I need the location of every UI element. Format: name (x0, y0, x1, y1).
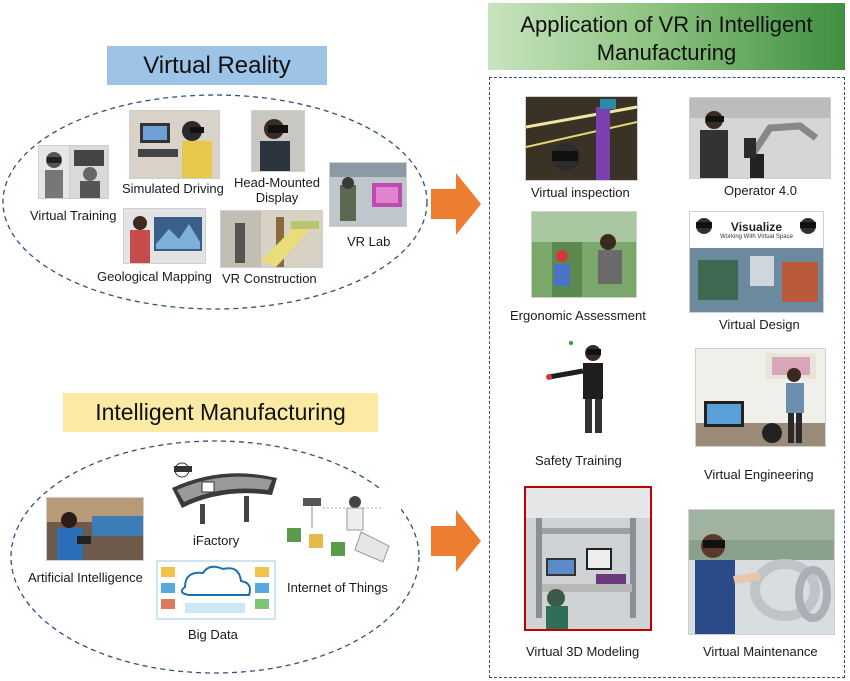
vr-title: Virtual Reality (107, 46, 327, 85)
virtual-design-photo: Visualize Working With Virtual Space (689, 211, 824, 313)
app-item-label-operator-4-0: Operator 4.0 (724, 183, 797, 198)
operator-robot-photo (689, 97, 831, 179)
app-item-label-virtual-maintenance: Virtual Maintenance (703, 644, 818, 659)
safety-training-photo (541, 337, 625, 435)
app-dashed-frame (489, 77, 845, 678)
arrow-right-icon (431, 173, 481, 235)
vr-item-label-geological-mapping: Geological Mapping (97, 269, 212, 284)
virtual-design-overlay-subtitle: Working With Virtual Space (720, 234, 793, 240)
arrow-right-icon-2 (431, 510, 481, 572)
vr-lab-photo (329, 162, 407, 227)
im-dashed-ellipse (10, 440, 420, 674)
virtual-maintenance-photo (688, 509, 835, 635)
app-title-line1: Application of VR in Intelligent (520, 12, 813, 37)
big-data-diagram (155, 557, 277, 623)
vr-item-label-hmd-line2: Display (255, 190, 299, 205)
iot-diagram (283, 488, 401, 570)
im-item-label-ifactory: iFactory (193, 533, 240, 548)
app-item-label-virtual-3d-modeling: Virtual 3D Modeling (526, 644, 640, 659)
vr-headset-training-photo (38, 145, 70, 199)
vr-item-label-virtual-training: Virtual Training (30, 208, 117, 223)
app-title-box: Application of VR in Intelligent Manufac… (488, 3, 845, 70)
ergonomic-assessment-photo (531, 211, 637, 298)
vr-item-label-vr-construction: VR Construction (222, 271, 317, 286)
virtual-design-overlay-title: Visualize (730, 220, 783, 234)
im-item-label-big-data: Big Data (188, 627, 238, 642)
app-item-label-virtual-engineering: Virtual Engineering (704, 467, 814, 482)
virtual-engineering-photo (695, 348, 826, 447)
im-item-label-internet-of-things: Internet of Things (287, 580, 388, 595)
driving-simulator-photo (129, 110, 220, 179)
vr-construction-photo (220, 210, 323, 268)
virtual-inspection-photo (525, 96, 638, 181)
vr-dashed-ellipse (2, 94, 428, 310)
im-item-label-artificial-intelligence: Artificial Intelligence (28, 570, 143, 585)
vr-item-label-hmd-line1: Head-Mounted (234, 175, 320, 190)
app-item-label-safety-training: Safety Training (535, 453, 622, 468)
app-item-label-virtual-inspection: Virtual inspection (531, 185, 630, 200)
hmd-user-photo (251, 110, 305, 172)
app-item-label-ergonomic-assessment: Ergonomic Assessment (510, 308, 646, 323)
ai-operator-photo (46, 497, 144, 561)
app-title-line2: Manufacturing (596, 40, 737, 65)
app-item-label-virtual-design: Virtual Design (719, 317, 800, 332)
virtual-3d-modeling-photo (524, 486, 652, 631)
vr-item-label-simulated-driving: Simulated Driving (122, 181, 224, 196)
geological-mapping-photo (123, 208, 206, 264)
vr-headset-training-photo-2 (69, 145, 109, 199)
vr-item-label-vr-lab: VR Lab (347, 234, 391, 249)
ifactory-illustration (162, 460, 282, 526)
im-title: Intelligent Manufacturing (63, 393, 378, 432)
